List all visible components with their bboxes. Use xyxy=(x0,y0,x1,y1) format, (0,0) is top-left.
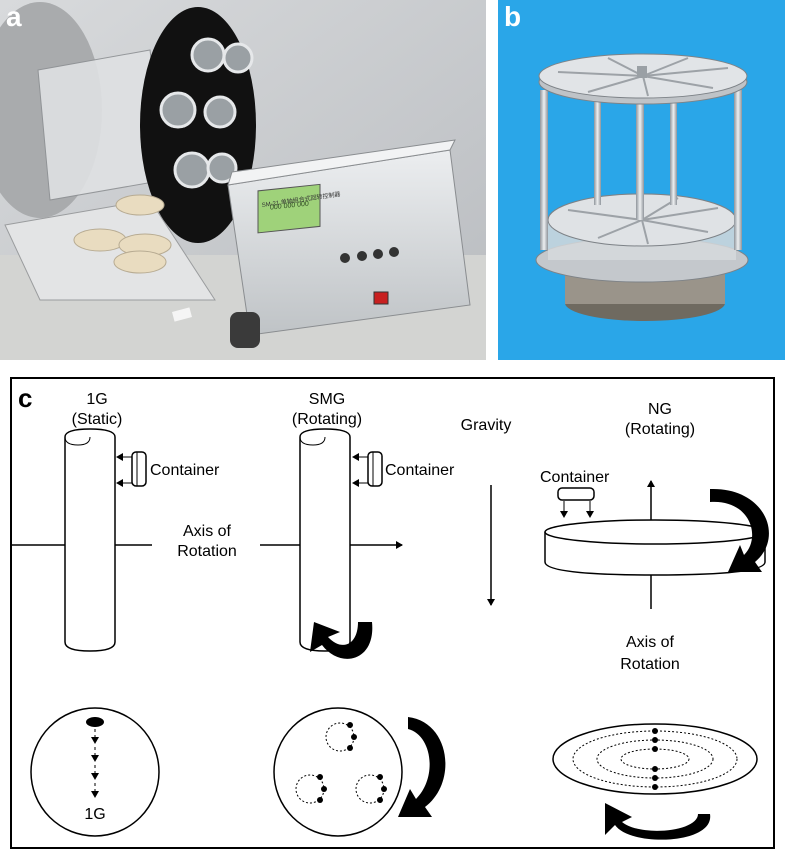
smg-disc xyxy=(260,428,403,652)
ng-sample-dots xyxy=(652,728,658,790)
smg-sample-dots xyxy=(317,722,387,803)
ng-disc xyxy=(544,519,766,576)
smg-container xyxy=(352,451,383,487)
ng-topview-ellipse xyxy=(552,723,758,795)
ng-subtitle: (Rotating) xyxy=(625,421,695,438)
panel-letter-b: b xyxy=(504,1,521,32)
ng-rotation-arrow-icon xyxy=(710,488,769,572)
controller-lcd-screen xyxy=(257,183,321,234)
smg-subtitle: (Rotating) xyxy=(292,411,362,428)
smg-container-label: Container xyxy=(385,462,455,479)
ng-title: NG xyxy=(648,401,672,418)
smg-topview-circle xyxy=(273,707,403,837)
ng-axis-label-line2: Rotation xyxy=(620,656,680,673)
one-g-title: 1G xyxy=(86,391,107,408)
microgravity-schematic: c 1G (Static) Container Axis of Rotation… xyxy=(10,377,775,849)
one-g-bottom-label: 1G xyxy=(84,806,105,823)
schematic-svg: c 1G (Static) Container Axis of Rotation… xyxy=(10,377,775,849)
axis-label-line1: Axis of xyxy=(183,523,232,540)
panel-letter-a: a xyxy=(6,1,22,32)
photo-clinostat-device: 000 000 000 SM-21 单轴组合式回转控制器 a xyxy=(0,0,486,360)
smg-topview-rotation-arrow-icon xyxy=(398,717,446,817)
one-g-container xyxy=(116,451,147,487)
rotating-platform-photo-art: b xyxy=(498,0,785,360)
power-switch xyxy=(373,291,389,305)
one-g-sample-dot xyxy=(86,717,104,727)
one-g-subtitle: (Static) xyxy=(72,411,123,428)
ng-container-label: Container xyxy=(540,469,610,486)
smg-title: SMG xyxy=(309,391,345,408)
ng-axis-label-line1: Axis of xyxy=(626,634,675,651)
smg-rotation-arrow-icon xyxy=(310,622,373,659)
axis-label-line2: Rotation xyxy=(177,543,237,560)
panel-letter-c: c xyxy=(18,383,32,413)
clinostat-photo-art: 000 000 000 SM-21 单轴组合式回转控制器 a xyxy=(0,0,486,360)
ng-topview-rotation-arrow-icon xyxy=(605,803,711,840)
photo-rotating-platform: b xyxy=(498,0,785,360)
controller-lcd-text: 000 000 000 xyxy=(270,201,309,212)
ng-container xyxy=(557,487,595,518)
gravity-label: Gravity xyxy=(461,417,512,434)
one-g-disc xyxy=(10,428,152,652)
one-g-container-label: Container xyxy=(150,462,220,479)
